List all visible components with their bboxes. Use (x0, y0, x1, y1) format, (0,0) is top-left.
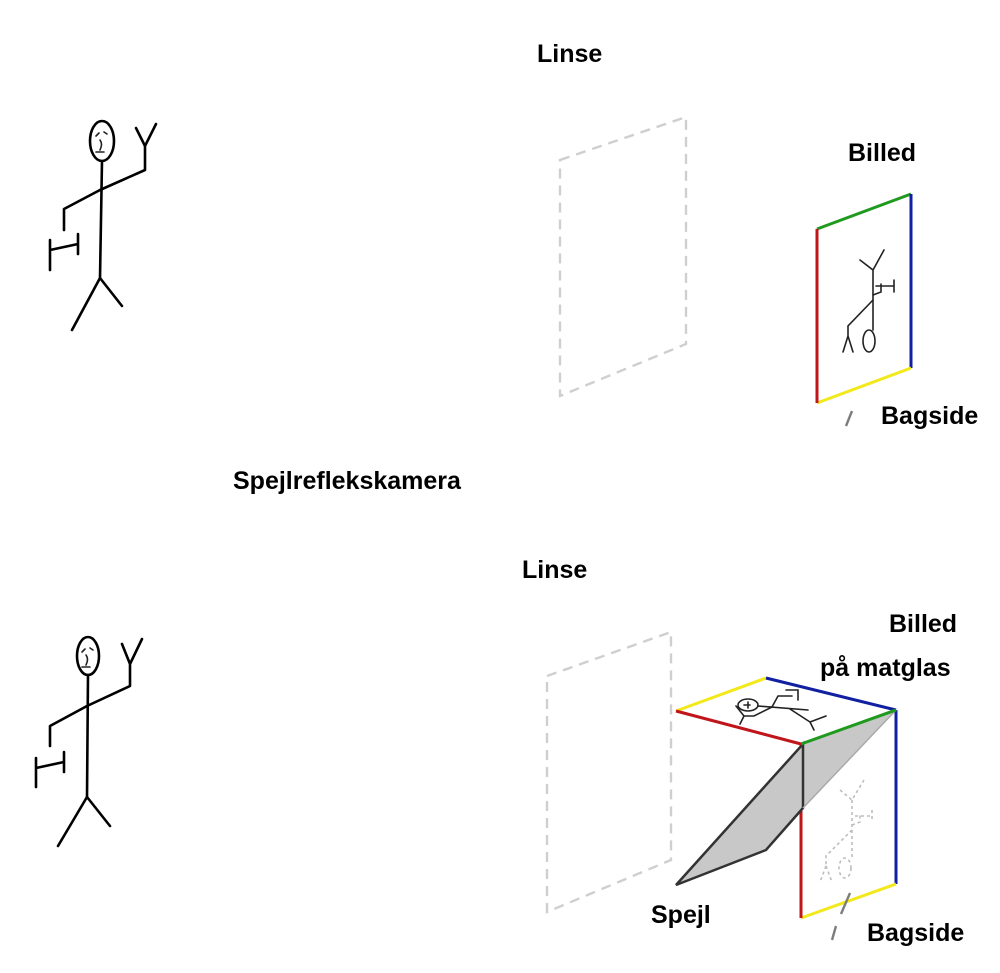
top-inverted-figure (842, 249, 895, 353)
top-plane-top-edge (816, 192, 912, 231)
back-plane-bottom-edge (800, 882, 897, 920)
glass-front-edge (800, 708, 897, 746)
top-image-label: Billed (848, 139, 916, 167)
top-back-label: Bagside (881, 402, 978, 430)
top-lens-label: Linse (537, 40, 602, 68)
top-back-pointer (844, 410, 854, 427)
glass-back-edge (675, 676, 767, 713)
ground-glass-figure (735, 689, 827, 731)
mirror-label: Spejl (651, 901, 711, 929)
bottom-back-label: Bagside (867, 919, 964, 947)
top-image-plane (815, 192, 913, 405)
top-subject-figure (48, 119, 158, 332)
bottom-image-label-line2: på matglas (820, 654, 951, 682)
section-title: Spejlreflekskamera (233, 467, 462, 495)
top-lens (558, 115, 688, 398)
glass-left-edge (675, 709, 802, 746)
ground-glass (675, 676, 897, 746)
bottom-back-pointer (839, 892, 852, 915)
bottom-image-label-line1: Billed (889, 610, 957, 638)
reflex-mirror (675, 709, 897, 887)
bottom-lens (545, 630, 673, 914)
mirror-lower-panel (675, 740, 805, 887)
bottom-lens-label: Linse (522, 556, 587, 584)
bottom-subject-figure (34, 635, 144, 848)
top-plane-bottom-edge (816, 366, 912, 405)
glass-right-edge (765, 676, 897, 712)
ghost-inverted-figure (819, 779, 873, 883)
